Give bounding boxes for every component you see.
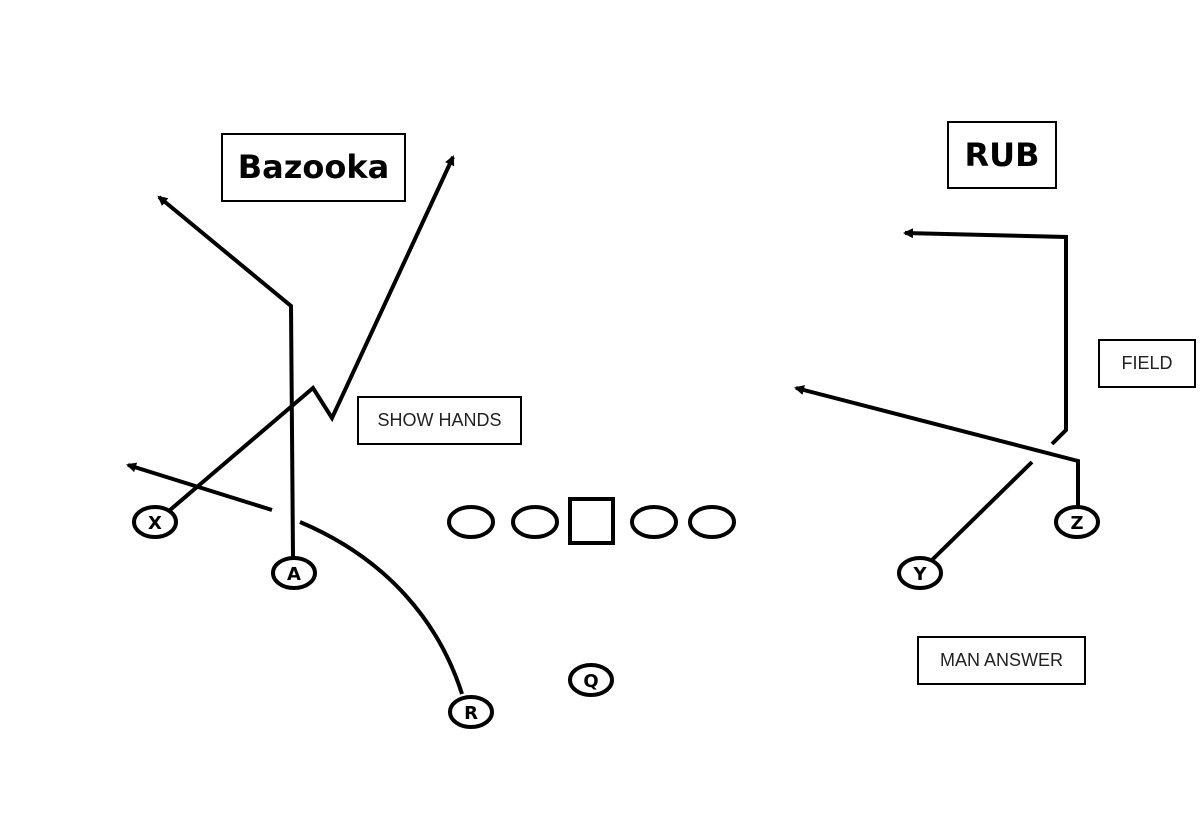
route-x [168, 155, 455, 512]
lineman-left-tackle [447, 505, 495, 539]
note-field: FIELD [1121, 353, 1172, 373]
title-rub: RUB [964, 136, 1039, 174]
route-a [157, 195, 295, 558]
lineman-center [568, 497, 615, 545]
player-a: A [271, 556, 317, 590]
player-z-label: Z [1070, 513, 1083, 534]
player-q-label: Q [583, 671, 598, 692]
note-show-hands-box: SHOW HANDS [357, 396, 522, 445]
player-x: X [132, 505, 178, 539]
route-z [794, 385, 1080, 506]
title-bazooka: Bazooka [238, 148, 389, 186]
route-y [930, 460, 1034, 562]
route-r [299, 520, 464, 695]
title-rub-box: RUB [947, 121, 1057, 189]
player-y-label: Y [912, 564, 927, 585]
note-show-hands: SHOW HANDS [377, 410, 501, 430]
title-bazooka-box: Bazooka [221, 133, 406, 202]
lineman-right-guard [630, 505, 678, 539]
lineman-left-guard [511, 505, 559, 539]
route-r-end [126, 462, 273, 512]
player-x-label: X [148, 513, 162, 534]
lineman-right-tackle [688, 505, 736, 539]
note-field-box: FIELD [1098, 339, 1196, 388]
player-a-label: A [287, 564, 301, 585]
route-y-end [903, 228, 1068, 446]
player-r-label: R [464, 703, 478, 724]
player-z: Z [1054, 505, 1100, 539]
player-y: Y [897, 556, 943, 590]
note-man-answer: MAN ANSWER [940, 650, 1063, 670]
note-man-answer-box: MAN ANSWER [917, 636, 1086, 685]
player-q: Q [568, 663, 614, 697]
player-r: R [448, 695, 494, 729]
